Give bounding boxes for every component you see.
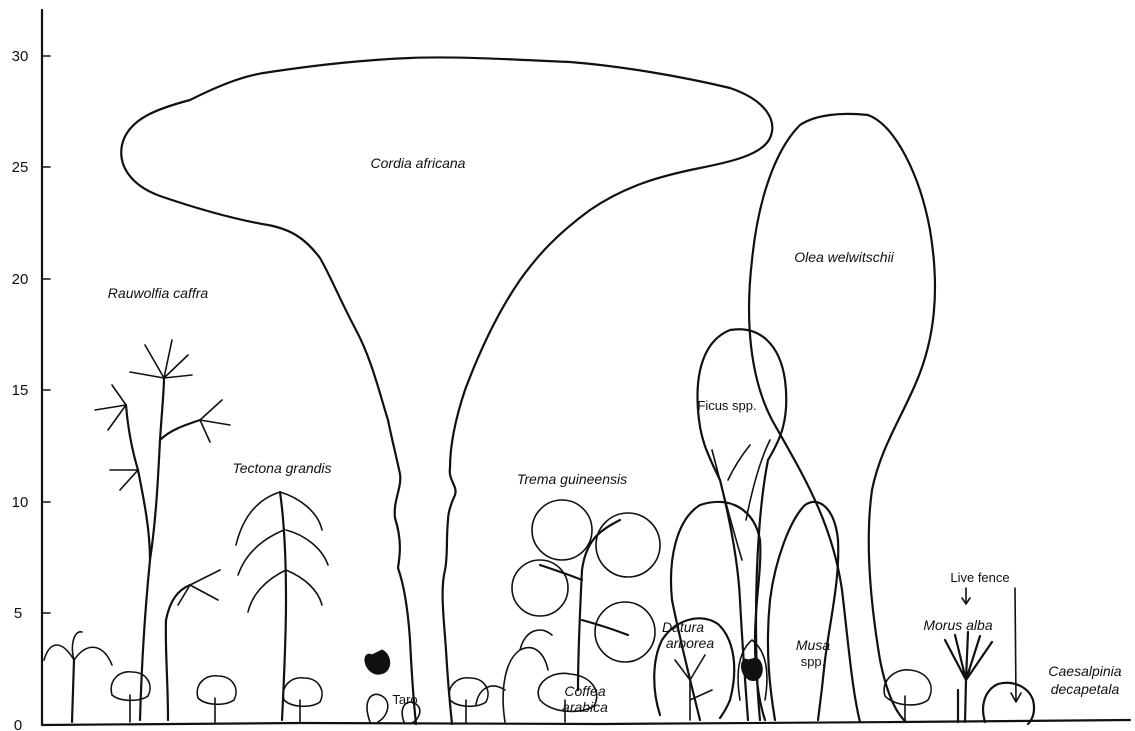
coffee-shrub-1 [111, 672, 150, 722]
banana-center-leaves [476, 630, 552, 722]
label-datura-2: arborea [666, 635, 714, 651]
label-ficus: Ficus spp. [697, 398, 756, 413]
label-datura-1: Datura [662, 619, 704, 635]
y-axis-tick-labels: 0 5 10 15 20 25 30 [12, 48, 29, 731]
label-tectona-grandis: Tectona grandis [232, 460, 331, 476]
label-rauwolfia-caffra: Rauwolfia caffra [108, 285, 209, 301]
tick-label-15: 15 [12, 382, 29, 399]
caesalpinia-shrub [983, 683, 1034, 724]
rauwolfia-trunk [126, 378, 200, 720]
ficus-tree [697, 329, 786, 720]
arrow-live-fence-morus [962, 588, 970, 604]
trema-guineensis-tree [512, 500, 660, 690]
banana-plant-left [44, 632, 112, 722]
label-live-fence: Live fence [950, 570, 1009, 585]
tick-label-5: 5 [14, 605, 22, 622]
morus-stem [945, 632, 992, 722]
ficus-crown-outline [697, 329, 786, 720]
coffee-shrubs [111, 670, 931, 722]
tick-label-20: 20 [12, 271, 29, 288]
tectona-grandis-tree [236, 492, 328, 720]
label-caesalpinia-1: Caesalpinia [1048, 663, 1121, 679]
coffee-shrub-3 [283, 678, 322, 722]
datura-stems [675, 655, 712, 720]
tick-label-10: 10 [12, 494, 29, 511]
morus-alba-shrub [945, 632, 992, 722]
label-morus-alba: Morus alba [923, 617, 992, 633]
olea-welwitschii-tree [749, 114, 935, 722]
trema-puff-2 [596, 513, 660, 577]
trema-puff-4 [595, 602, 655, 662]
banana-left-stem [72, 660, 74, 722]
label-coffea-2: arabica [562, 699, 608, 715]
label-olea-welwitschii: Olea welwitschii [794, 249, 894, 265]
rauwolfia-foliage [95, 340, 230, 605]
musa-plant [671, 502, 838, 720]
trema-puff-3 [512, 560, 568, 616]
olea-crown-outline [749, 114, 935, 722]
trema-puff-1 [532, 500, 592, 560]
banana-left-leaves [44, 632, 112, 665]
coffee-shrub-4 [449, 678, 488, 722]
trema-trunk [540, 520, 628, 690]
label-taro: Taro [392, 692, 417, 707]
rauwolfia-caffra-tree [95, 340, 230, 720]
label-cordia-africana: Cordia africana [371, 155, 466, 171]
taro-corm [365, 650, 390, 674]
cordia-canopy-outline [121, 57, 772, 520]
tick-label-30: 30 [12, 48, 29, 65]
tick-label-25: 25 [12, 159, 29, 176]
tick-label-0: 0 [14, 717, 22, 731]
label-coffea-1: Coffea [564, 683, 605, 699]
coffee-shrub-2 [197, 676, 236, 722]
musa-crown-outline [671, 502, 838, 720]
label-trema-guineensis: Trema guineensis [517, 471, 627, 487]
caesalpinia-outline [983, 683, 1034, 724]
banana-cluster-center [476, 630, 552, 722]
y-axis-ticks [42, 56, 50, 725]
ground-line [42, 720, 1130, 725]
label-caesalpinia-2: decapetala [1051, 681, 1120, 697]
label-musa-2: spp. [801, 654, 826, 669]
label-musa-1: Musa [796, 637, 830, 653]
